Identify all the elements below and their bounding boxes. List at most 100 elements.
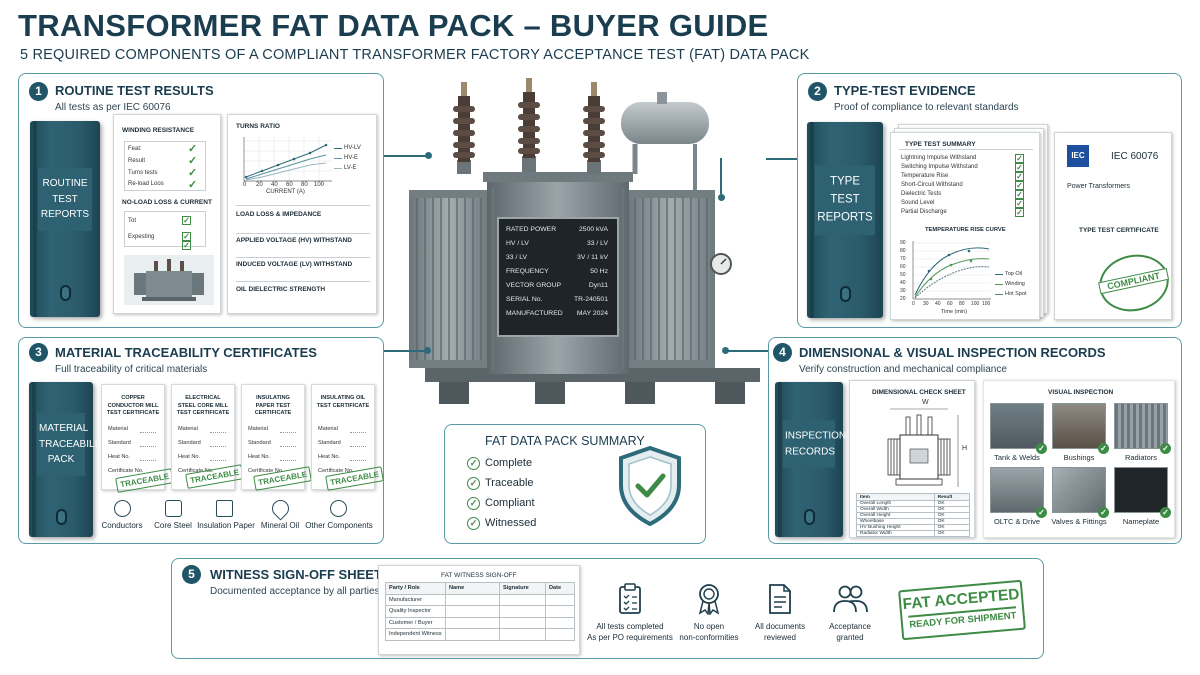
party-quality-inspector: Quality Inspector	[385, 605, 446, 618]
criteria-line: All tests completed	[596, 622, 664, 631]
clipboard-check-icon	[619, 583, 641, 614]
check-icon: ✓	[1098, 443, 1109, 454]
name-cell[interactable]	[445, 605, 500, 618]
photo-valves	[1052, 467, 1106, 513]
nameplate-key: MANUFACTURED	[506, 310, 563, 317]
y-tick: 40	[900, 280, 906, 286]
party-manufacturer: Manufacturer	[385, 593, 446, 606]
connector-line	[728, 350, 768, 352]
check-icon: ✓	[188, 179, 198, 191]
dim-title: DIMENSIONAL CHECK SHEET	[872, 389, 966, 396]
connector-dot	[424, 347, 431, 354]
test-oil-dielectric: OIL DIELECTRIC STRENGTH	[236, 286, 326, 293]
y-tick: 60	[900, 264, 906, 270]
x-tick: 40	[935, 301, 941, 307]
transformer-drawing	[887, 408, 959, 487]
check-icon: ✓	[1160, 507, 1171, 518]
summary-complete: Complete	[485, 457, 533, 469]
x-tick: 80	[959, 301, 965, 307]
checkbox-icon: ✓	[1015, 154, 1024, 163]
name-cell[interactable]	[445, 616, 500, 629]
type-test-binder-label: TYPE TEST REPORTS	[815, 165, 875, 236]
inspection-panel: 4 DIMENSIONAL & VISUAL INSPECTION RECORD…	[768, 337, 1182, 544]
transformer-thumbnail	[124, 255, 214, 305]
check-icon: ✓	[188, 143, 198, 155]
name-cell[interactable]	[445, 593, 500, 606]
turns-xlabel: CURRENT (A)	[266, 189, 305, 195]
summary-row: Switching Impulse Withstand	[901, 164, 978, 170]
photo-label: Tank & Welds	[994, 453, 1040, 462]
date-cell[interactable]	[545, 605, 575, 618]
photo-oltc	[990, 467, 1044, 513]
curve-title: TEMPERATURE RISE CURVE	[925, 227, 1006, 233]
material-item-core-steel: Core Steel	[154, 521, 192, 530]
legend-lve: LV-E	[344, 165, 357, 171]
y-tick: 80	[900, 248, 906, 254]
summary-panel: FAT DATA PACK SUMMARY ✓ ✓ ✓ ✓ Complete T…	[444, 424, 706, 544]
insulation-paper-icon	[216, 500, 233, 517]
connector-dot	[425, 152, 432, 159]
witness-sheet-title: FAT WITNESS SIGN-OFF	[441, 572, 517, 579]
y-tick: 50	[900, 272, 906, 278]
summary-sheet-title: TYPE TEST SUMMARY	[905, 141, 976, 148]
check-circle-icon: ✓	[467, 457, 480, 470]
photo-nameplate	[1114, 467, 1168, 513]
criteria-line: As per PO requirements	[587, 632, 673, 642]
components-icon	[330, 500, 347, 517]
cert-field: Material	[248, 426, 268, 432]
x-tick: 0	[912, 301, 915, 307]
col-party: Party / Role	[385, 582, 446, 595]
x-tick: 30	[923, 301, 929, 307]
x-tick: 20	[256, 182, 263, 188]
connector-line	[720, 158, 722, 194]
routine-sheet-left: WINDING RESISTANCE Feat: Result Turns te…	[113, 114, 221, 314]
summary-row: Short-Circuit Withstand	[901, 182, 963, 188]
dim-h-label: H	[962, 445, 968, 452]
cert-field: Standard	[178, 440, 201, 446]
material-binder-label: MATERIAL TRACEABILITY PACK	[37, 412, 110, 476]
summary-title: FAT DATA PACK SUMMARY	[485, 434, 645, 448]
nameplate-value: 3V / 11 kV	[577, 254, 608, 261]
iec-logo: IEC	[1067, 145, 1089, 167]
witness-sheet: FAT WITNESS SIGN-OFF Party / Role Name S…	[378, 565, 580, 655]
signature-cell[interactable]	[499, 616, 546, 629]
nameplate-key: 33 / LV	[506, 254, 528, 261]
routine-title: ROUTINE TEST RESULTS	[55, 83, 214, 98]
turns-ratio-chart	[243, 137, 332, 182]
y-tick: 30	[900, 288, 906, 294]
col-date: Date	[545, 582, 575, 595]
photo-label: Valves & Fittings	[1051, 517, 1107, 526]
signature-cell[interactable]	[499, 605, 546, 618]
cert-field: Standard	[248, 440, 271, 446]
cert-field: Certificate No.	[248, 468, 284, 474]
summary-compliant: Compliant	[485, 497, 535, 509]
check-icon: ✓	[188, 167, 198, 179]
check-icon: ✓	[1160, 443, 1171, 454]
routine-binder-label: ROUTINE TEST REPORTS	[38, 168, 92, 231]
criteria-line: No open	[693, 622, 725, 631]
material-item-other: Other Components	[305, 521, 373, 530]
date-cell[interactable]	[545, 628, 575, 641]
signature-cell[interactable]	[499, 593, 546, 606]
x-tick: 0	[243, 182, 247, 188]
check-icon: ✓	[1098, 507, 1109, 518]
material-binder: MATERIAL TRACEABILITY PACK	[29, 382, 110, 537]
winding-row: Re-load Loos	[128, 181, 164, 187]
col-name: Name	[445, 582, 500, 595]
date-cell[interactable]	[545, 593, 575, 606]
type-test-binder: TYPE TEST REPORTS	[807, 122, 883, 318]
date-cell[interactable]	[545, 616, 575, 629]
section-number-4: 4	[773, 343, 792, 362]
x-tick: 80	[301, 182, 308, 188]
name-cell[interactable]	[445, 628, 500, 641]
summary-row: Partial Discharge	[901, 209, 947, 215]
witness-panel: 5 WITNESS SIGN-OFF SHEET Documented acce…	[171, 558, 1044, 659]
routine-sheet-right: TURNS RATIO HV-LV HV-E LV-E 0 20 40 60 8…	[227, 114, 377, 314]
inspection-subtitle: Verify construction and mechanical compl…	[799, 364, 1007, 375]
summary-row: Temperature Rise	[901, 173, 949, 179]
signature-cell[interactable]	[499, 628, 546, 641]
curve-xlabel: Time (min)	[941, 309, 968, 315]
checkbox-icon: ✓	[1015, 172, 1024, 181]
